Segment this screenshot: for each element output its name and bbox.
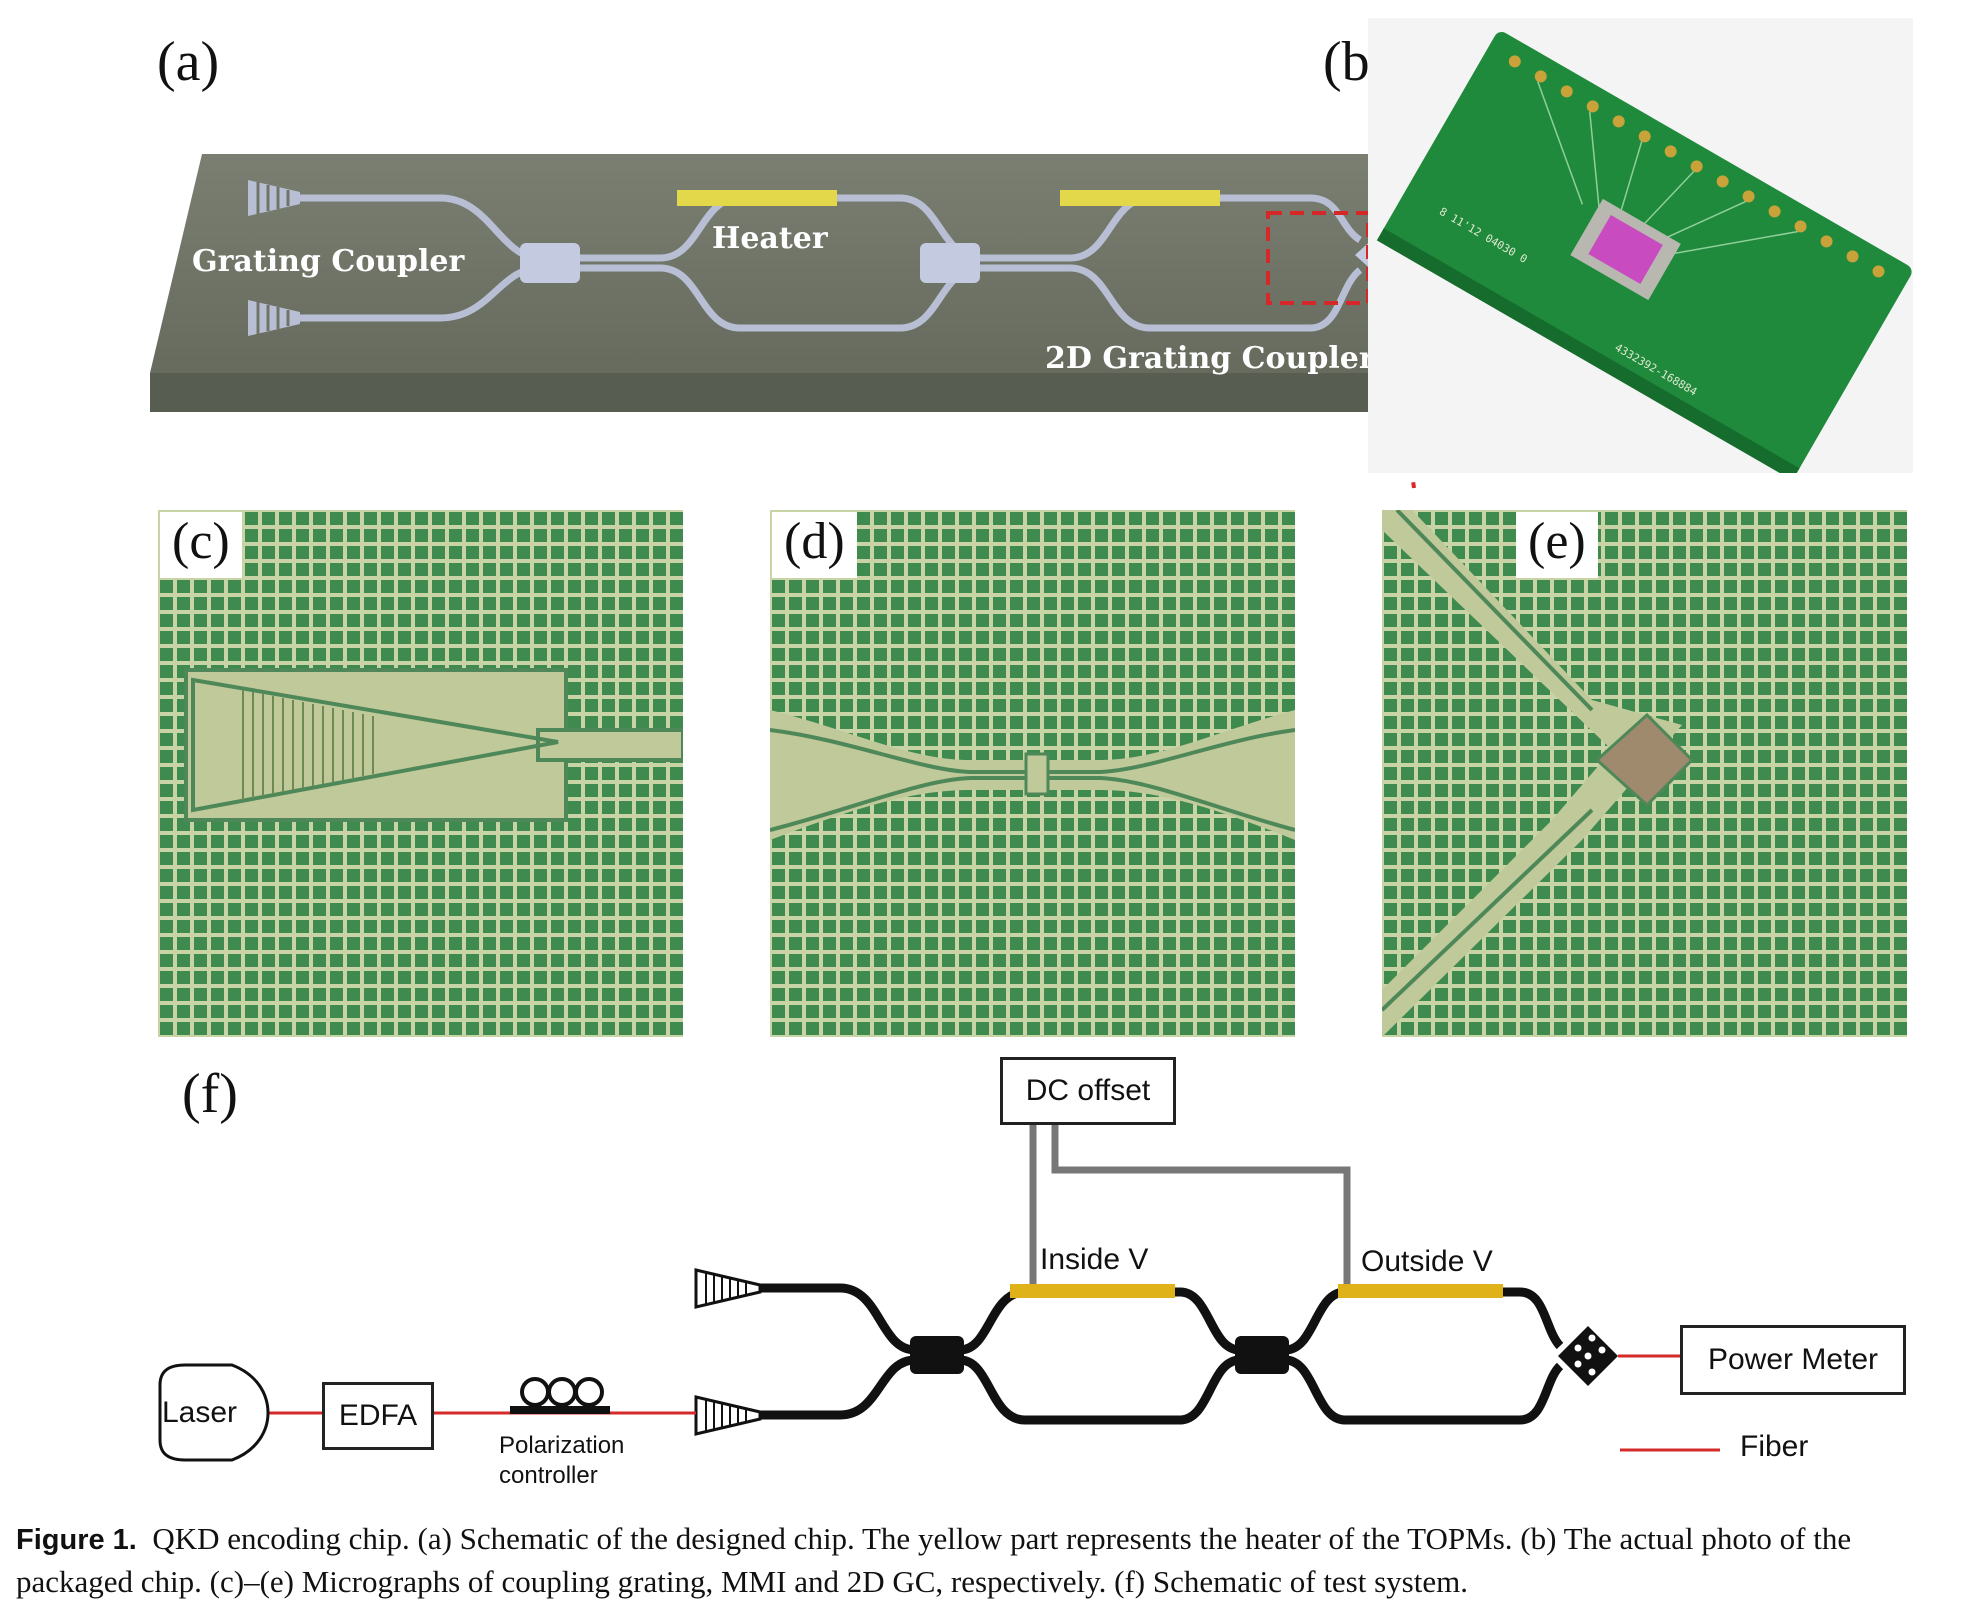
panel-label-c: (c) — [160, 512, 242, 578]
grating-coupler-icon — [248, 180, 300, 336]
dc-wiring — [1029, 1120, 1351, 1292]
label-2d-grating-coupler: 2D Grating Coupler — [1045, 341, 1376, 376]
label-outside-v: Outside V — [1361, 1245, 1493, 1278]
chip-schematic: Grating Coupler Heater 2D Grating Couple… — [150, 154, 1415, 412]
dc-offset-box: DC offset — [1000, 1057, 1176, 1125]
edfa-box: EDFA — [322, 1382, 434, 1450]
panel-label-a: (a) — [157, 31, 220, 93]
mmi-1 — [520, 243, 580, 283]
figure-label: Figure 1. — [16, 1524, 137, 1556]
figure-caption-text: QKD encoding chip. (a) Schematic of the … — [16, 1521, 1852, 1599]
label-laser: Laser — [162, 1396, 238, 1429]
chip-top-surface — [150, 154, 1395, 373]
panel-label-e: (e) — [1516, 512, 1598, 578]
schematic-2d-gc-icon — [1558, 1326, 1618, 1386]
schematic-heater-outside — [1338, 1284, 1503, 1298]
schematic-mmi-2 — [1235, 1336, 1289, 1374]
schematic-heater-inside — [1010, 1284, 1175, 1298]
heater-1 — [677, 190, 837, 206]
label-grating-coupler: Grating Coupler — [192, 244, 466, 279]
power-meter-box: Power Meter — [1680, 1325, 1906, 1395]
chip-side-surface — [150, 373, 1395, 412]
micrograph-2d-gc — [1382, 510, 1907, 1037]
micrograph-grating — [158, 510, 683, 1037]
schematic-mmi-1 — [910, 1336, 964, 1374]
pcb-photonic-chip — [1588, 215, 1663, 284]
label-polarization: Polarization — [499, 1432, 625, 1459]
label-fiber: Fiber — [1740, 1430, 1809, 1463]
micrograph-mmi — [770, 510, 1295, 1037]
pcb-photo: 4332392-168884 8 11'12 04030 0 — [1368, 18, 1913, 473]
polarization-controller-icon — [510, 1377, 610, 1414]
grating-lines — [256, 182, 290, 334]
test-system-schematic — [158, 1120, 1720, 1462]
label-inside-v: Inside V — [1040, 1243, 1149, 1276]
panel-label-d: (d) — [772, 512, 857, 578]
schematic-grating-coupler-icon — [694, 1268, 762, 1436]
schematic-waveguides — [760, 1283, 1564, 1425]
figure-caption: Figure 1. QKD encoding chip. (a) Schemat… — [16, 1518, 1956, 1602]
label-controller: controller — [499, 1462, 598, 1489]
mmi-2 — [920, 243, 980, 283]
laser-shape — [158, 1363, 270, 1462]
heater-2 — [1060, 190, 1220, 206]
panel-label-f: (f) — [182, 1063, 238, 1125]
label-heater: Heater — [712, 221, 829, 256]
